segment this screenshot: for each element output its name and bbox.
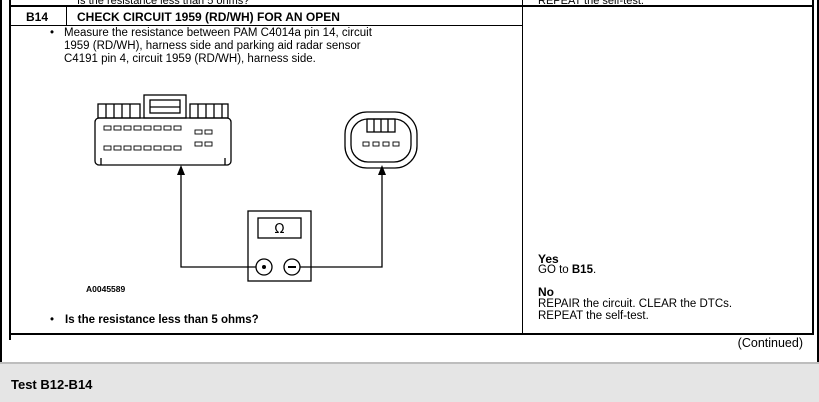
- yes-action: GO to B15.: [538, 264, 597, 276]
- test-table: Is the resistance less than 5 ohms? REPE…: [0, 0, 819, 362]
- multimeter: [247, 210, 312, 282]
- page-left-border: [0, 0, 2, 362]
- ohm-icon: Ω: [275, 222, 285, 237]
- caption-bar: Test B12-B14: [0, 362, 819, 402]
- test-caption: Test B12-B14: [11, 377, 93, 392]
- no-action-line2: REPEAT the self-test.: [538, 310, 649, 322]
- continued-label: (Continued): [737, 336, 803, 350]
- instruction-text: Measure the resistance between PAM C4014…: [64, 27, 484, 66]
- instruction-bullet: •: [50, 27, 55, 39]
- previous-question: Is the resistance less than 5 ohms?: [77, 0, 250, 6]
- table-left-border: [9, 0, 11, 340]
- question-bullet: •: [50, 314, 55, 326]
- yes-label: Yes: [538, 252, 559, 266]
- step-id: B14: [26, 10, 49, 24]
- no-label: No: [538, 285, 554, 299]
- row-top-border: [9, 5, 814, 7]
- no-action-line1: REPAIR the circuit. CLEAR the DTCs.: [538, 298, 733, 310]
- step-question: Is the resistance less than 5 ohms?: [65, 314, 259, 326]
- page-right-border: [817, 0, 819, 362]
- previous-result: REPEAT the self-test.: [538, 0, 644, 6]
- column-divider: [522, 0, 523, 334]
- test-lead-sensor: [300, 172, 383, 268]
- instruction-line: C4191 pin 4, circuit 1959 (RD/WH), harne…: [64, 53, 316, 65]
- header-bottom-border: [9, 25, 523, 26]
- figure-id: A0045589: [86, 284, 126, 294]
- pam-connector: [94, 94, 232, 166]
- sensor-connector: [344, 111, 418, 169]
- step-id-divider: [66, 6, 67, 25]
- table-right-border: [812, 0, 814, 334]
- instruction-line: 1959 (RD/WH), harness side and parking a…: [64, 40, 361, 52]
- test-lead-pam: [180, 172, 256, 268]
- row-bottom-border: [9, 333, 814, 335]
- circuit-diagram: Ω: [94, 94, 418, 282]
- step-title: CHECK CIRCUIT 1959 (RD/WH) FOR AN OPEN: [77, 10, 340, 24]
- yes-target-step: B15: [571, 264, 593, 276]
- instruction-line: Measure the resistance between PAM C4014…: [64, 27, 372, 39]
